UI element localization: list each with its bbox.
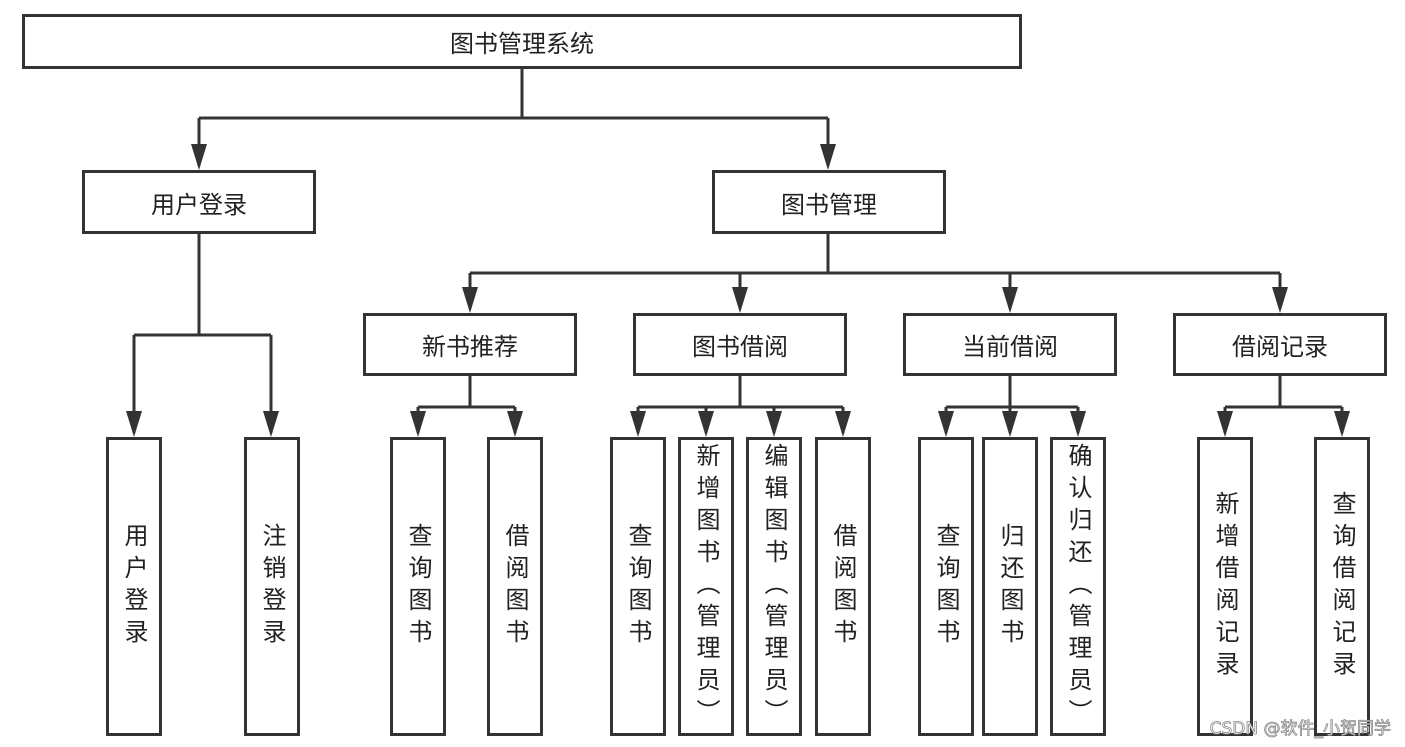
- node-new-books: 新书推荐: [363, 313, 577, 376]
- node-borrow-records: 借阅记录: [1173, 313, 1387, 376]
- arrowhead-icon: [835, 411, 851, 437]
- leaf-borrow-children-0: 查询图书: [610, 437, 666, 736]
- leaf-new-books-children-0: 查询图书: [390, 437, 446, 736]
- arrowhead-icon: [191, 144, 207, 170]
- root-node-label: 图书管理系统: [450, 30, 594, 58]
- arrowhead-icon: [1070, 411, 1086, 437]
- watermark: CSDN @软件_小贺同学: [1209, 719, 1391, 740]
- arrowhead-icon: [732, 287, 748, 313]
- arrowhead-icon: [698, 411, 714, 437]
- leaf-new-books-children-1-label: 借阅图书: [501, 522, 529, 651]
- leaf-borrow-children-1-label: 新增图书（管理员）: [692, 442, 720, 731]
- arrowhead-icon: [630, 411, 646, 437]
- leaf-new-books-children-1: 借阅图书: [487, 437, 543, 736]
- arrowhead-icon: [1334, 411, 1350, 437]
- node-book-management-label: 图书管理: [781, 190, 877, 219]
- leaf-borrow-children-3-label: 借阅图书: [829, 522, 857, 651]
- leaf-borrow-children-2: 编辑图书（管理员）: [746, 437, 802, 736]
- leaf-records-children-1-label: 查询借阅记录: [1328, 490, 1356, 683]
- node-user-login-label: 用户登录: [151, 190, 247, 219]
- node-borrow-books: 图书借阅: [633, 313, 847, 376]
- leaf-user-login: 用户登录: [106, 437, 162, 736]
- root-node: 图书管理系统: [22, 14, 1022, 69]
- leaf-records-children-1: 查询借阅记录: [1314, 437, 1370, 736]
- node-borrow-records-label: 借阅记录: [1232, 333, 1328, 361]
- leaf-borrow-children-0-label: 查询图书: [624, 522, 652, 651]
- node-book-management: 图书管理: [712, 170, 946, 234]
- leaf-borrow-children-3: 借阅图书: [815, 437, 871, 736]
- arrowhead-icon: [1002, 287, 1018, 313]
- node-current-borrow: 当前借阅: [903, 313, 1117, 376]
- arrowhead-icon: [1002, 411, 1018, 437]
- leaf-borrow-children-1: 新增图书（管理员）: [678, 437, 734, 736]
- leaf-records-children-0-label: 新增借阅记录: [1211, 490, 1239, 683]
- leaf-logout: 注销登录: [244, 437, 300, 736]
- leaf-current-children-1-label: 归还图书: [996, 522, 1024, 651]
- leaf-logout-label: 注销登录: [258, 522, 286, 651]
- arrowhead-icon: [1272, 287, 1288, 313]
- node-current-borrow-label: 当前借阅: [962, 333, 1058, 361]
- arrowhead-icon: [263, 411, 279, 437]
- leaf-records-children-0: 新增借阅记录: [1197, 437, 1253, 736]
- leaf-current-children-2-label: 确认归还（管理员）: [1064, 442, 1092, 731]
- leaf-new-books-children-0-label: 查询图书: [404, 522, 432, 651]
- leaf-borrow-children-2-label: 编辑图书（管理员）: [760, 442, 788, 731]
- leaf-user-login-label: 用户登录: [120, 522, 148, 651]
- node-user-login: 用户登录: [82, 170, 316, 234]
- arrowhead-icon: [462, 287, 478, 313]
- arrowhead-icon: [507, 411, 523, 437]
- leaf-current-children-2: 确认归还（管理员）: [1050, 437, 1106, 736]
- arrowhead-icon: [766, 411, 782, 437]
- leaf-current-children-1: 归还图书: [982, 437, 1038, 736]
- node-borrow-books-label: 图书借阅: [692, 333, 788, 361]
- leaf-current-children-0-label: 查询图书: [932, 522, 960, 651]
- leaf-current-children-0: 查询图书: [918, 437, 974, 736]
- arrowhead-icon: [410, 411, 426, 437]
- node-new-books-label: 新书推荐: [422, 333, 518, 361]
- arrowhead-icon: [938, 411, 954, 437]
- arrowhead-icon: [820, 144, 836, 170]
- arrowhead-icon: [1217, 411, 1233, 437]
- arrowhead-icon: [126, 411, 142, 437]
